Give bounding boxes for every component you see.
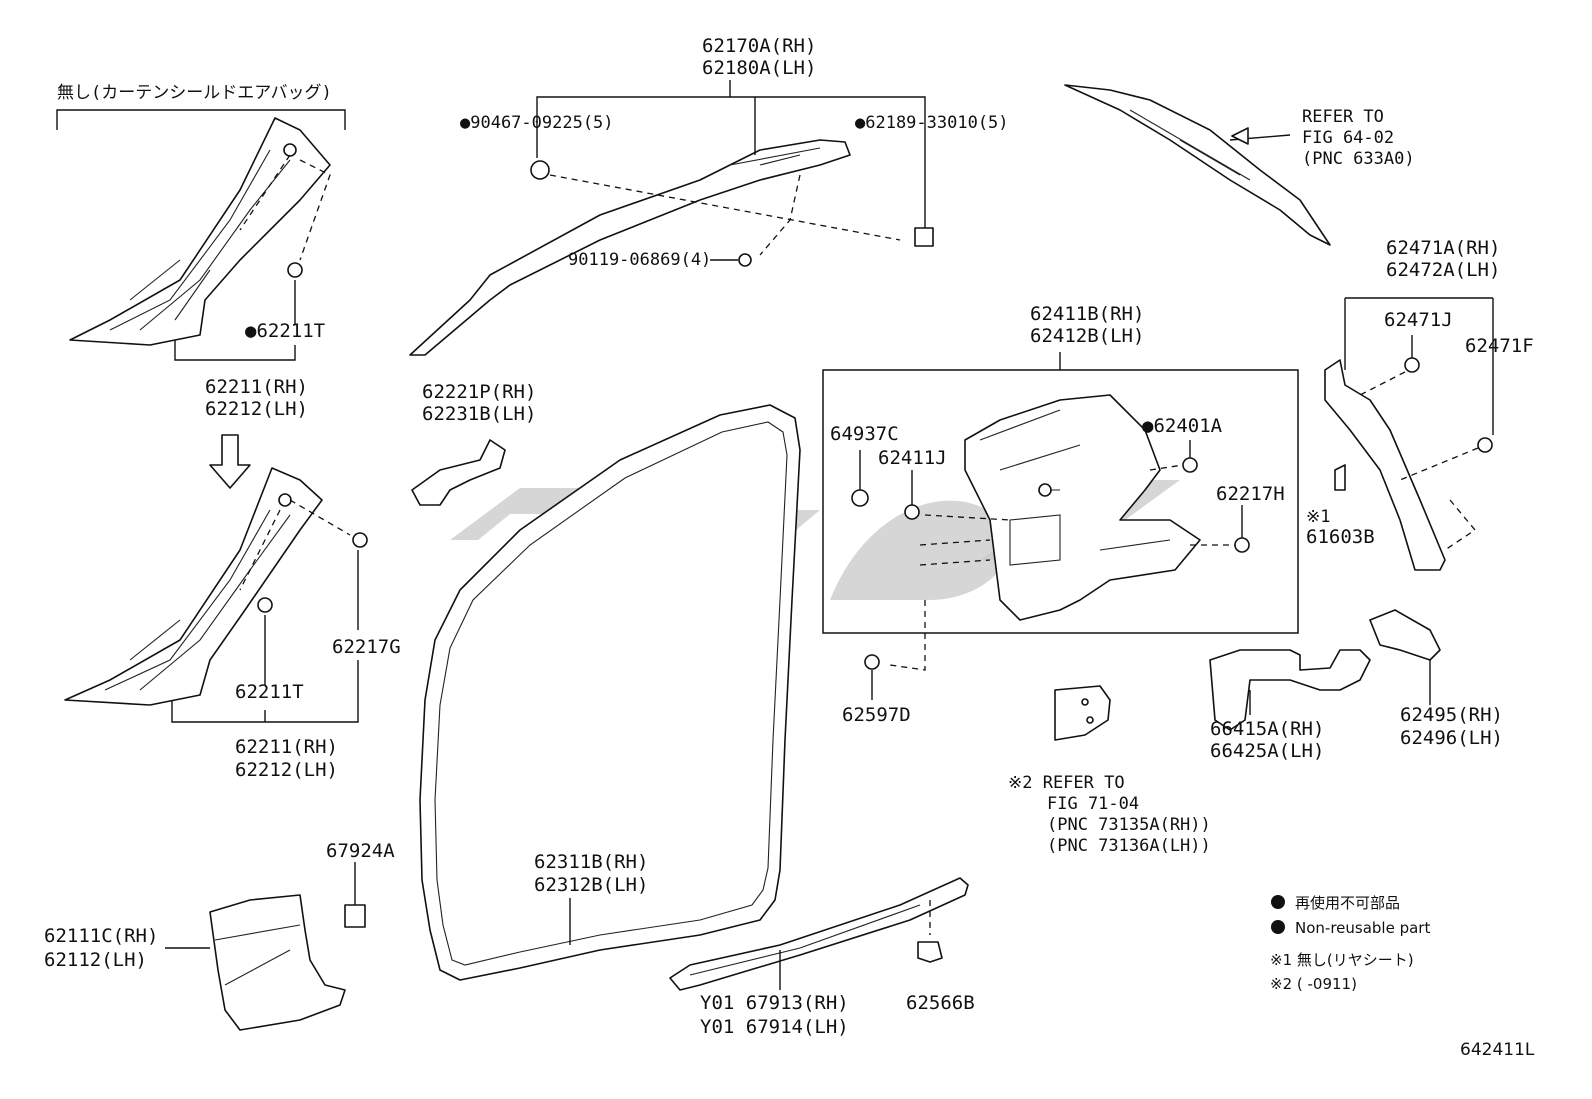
label-note1-mark: ※1 [1306, 507, 1330, 527]
label-refer2-d: (PNC 73136A(LH)) [1047, 836, 1211, 856]
label-62170A: 62170A(RH) [702, 35, 816, 57]
label-62211-rh-b: 62211(RH) [235, 736, 338, 758]
label-refer2-c: (PNC 73135A(RH)) [1047, 815, 1211, 835]
legend-jp-nonreusable: 再使用不可部品 [1295, 894, 1400, 912]
seat-belt-anchor-part[interactable] [1064, 84, 1331, 246]
no-curtain-airbag-bracket [56, 109, 346, 130]
a-pillar-garnish-upper[interactable] [69, 117, 331, 361]
arrow-down-icon [209, 434, 251, 489]
pillar-clip-62221P[interactable] [411, 439, 506, 506]
legend: 再使用不可部品 Non-reusable part ※1 無し(リヤシート) ※… [1270, 894, 1430, 993]
label-refer2-a: ※2 REFER TO [1008, 773, 1125, 793]
bracket-refer-71-04[interactable] [1054, 685, 1111, 741]
label-66425A: 66425A(LH) [1210, 740, 1324, 762]
label-67924A: 67924A [326, 840, 395, 862]
label-62597D: 62597D [842, 704, 911, 726]
clips-quarter-panel [851, 440, 1250, 700]
label-62471F: 62471F [1465, 335, 1534, 357]
part-labels: 無し(カーテンシールドエアバッグ) 62170A(RH) 62180A(LH) … [44, 35, 1534, 1038]
label-62472A: 62472A(LH) [1386, 259, 1500, 281]
label-61603B: 61603B [1306, 526, 1375, 548]
legend-note1: ※1 無し(リヤシート) [1270, 951, 1414, 969]
cowl-side-trim[interactable] [165, 894, 346, 1031]
quarter-trim-panel[interactable] [964, 394, 1201, 621]
label-62212-lh-a: 62212(LH) [205, 398, 308, 420]
label-62211T-b: 62211T [235, 681, 304, 703]
label-62231B: 62231B(LH) [422, 403, 536, 425]
label-62312B: 62312B(LH) [534, 874, 648, 896]
figure-id: 642411L [1460, 1040, 1535, 1060]
clip-67924A[interactable] [344, 862, 366, 928]
label-62221P: 62221P(RH) [422, 381, 536, 403]
label-62411B: 62411B(RH) [1030, 303, 1144, 325]
label-67914: Y01 67914(LH) [700, 1016, 849, 1038]
label-top-note: 無し(カーテンシールドエアバッグ) [57, 83, 332, 103]
label-refer2-b: FIG 71-04 [1047, 794, 1139, 814]
label-62495: 62495(RH) [1400, 704, 1503, 726]
non-reusable-dot-icon [1271, 895, 1285, 909]
label-62211-rh-a: 62211(RH) [205, 376, 308, 398]
label-62496: 62496(LH) [1400, 727, 1503, 749]
label-62412B: 62412B(LH) [1030, 325, 1144, 347]
label-62217G: 62217G [332, 636, 401, 658]
bracket-62495[interactable] [1369, 609, 1441, 705]
label-refer1-a: REFER TO [1302, 107, 1384, 127]
label-62566B: 62566B [906, 992, 975, 1014]
c-pillar-garnish[interactable] [1324, 297, 1494, 571]
label-62217H: 62217H [1216, 483, 1285, 505]
label-62180A: 62180A(LH) [702, 57, 816, 79]
door-opening-weatherstrip[interactable] [419, 404, 801, 981]
label-62189: ●62189-33010(5) [855, 113, 1009, 133]
label-62311B: 62311B(RH) [534, 851, 648, 873]
a-pillar-garnish-lower[interactable] [64, 467, 368, 723]
label-62211T-a: ●62211T [245, 320, 325, 342]
label-62212-lh-b: 62212(LH) [235, 759, 338, 781]
legend-note2: ※2 ( -0911) [1270, 975, 1357, 993]
quarter-trim-panel-box [822, 352, 1299, 634]
label-refer1-c: (PNC 633A0) [1302, 149, 1415, 169]
bracket-66415A[interactable] [1209, 649, 1371, 731]
label-62411J: 62411J [878, 447, 947, 469]
label-62112: 62112(LH) [44, 949, 147, 971]
label-62111C: 62111C(RH) [44, 925, 158, 947]
scuff-plate[interactable] [669, 877, 969, 991]
label-67913: Y01 67913(RH) [700, 992, 849, 1014]
label-62401A: ●62401A [1142, 415, 1223, 437]
label-62471A: 62471A(RH) [1386, 237, 1500, 259]
label-66415A: 66415A(RH) [1210, 718, 1324, 740]
curtain-airbag-assembly[interactable] [409, 80, 934, 356]
label-62471J: 62471J [1384, 309, 1453, 331]
non-reusable-dot-icon [1271, 920, 1285, 934]
label-64937C: 64937C [830, 423, 899, 445]
label-refer1-b: FIG 64-02 [1302, 128, 1394, 148]
label-90467: ●90467-09225(5) [460, 113, 614, 133]
label-90119: 90119-06869(4) [568, 250, 711, 270]
legend-en-nonreusable: Non-reusable part [1295, 919, 1430, 937]
